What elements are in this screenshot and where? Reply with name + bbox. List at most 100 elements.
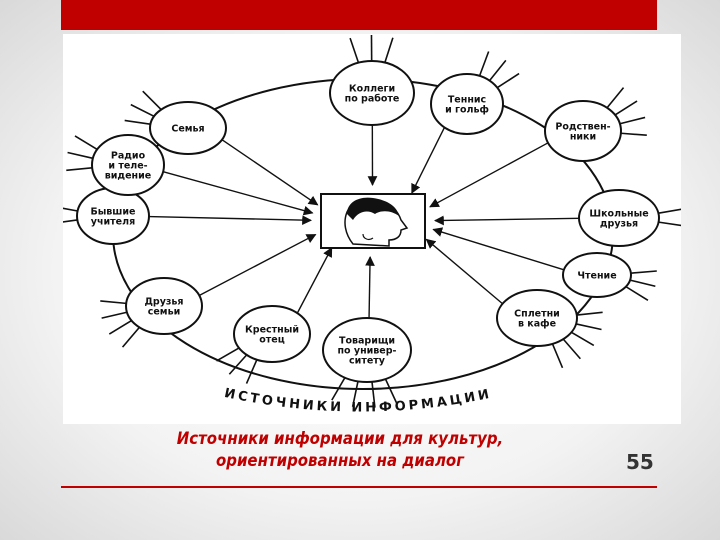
source-node: Родствен-ники — [544, 100, 622, 162]
source-node-label: по универ- — [337, 346, 396, 357]
node-spoke — [384, 378, 398, 403]
node-spoke — [331, 377, 346, 401]
source-node-label: Теннис — [448, 95, 486, 106]
node-spoke — [551, 343, 564, 369]
source-node-label: Сплетни — [514, 309, 560, 320]
source-node-label: Товарищи — [339, 336, 395, 347]
node-spoke — [606, 87, 625, 109]
spokes-layer — [63, 34, 681, 408]
source-node-bubble — [544, 100, 622, 162]
source-node-label: и теле- — [108, 161, 147, 172]
node-spoke — [614, 100, 638, 116]
node-spoke — [478, 51, 490, 77]
node-spoke — [130, 103, 155, 118]
node-spoke — [488, 59, 507, 82]
source-node-label: ники — [570, 132, 596, 143]
node-spoke — [620, 132, 647, 136]
node-spoke — [571, 331, 595, 347]
source-node-label: Коллеги — [349, 84, 395, 95]
node-spoke — [100, 300, 127, 305]
arrows-layer — [148, 124, 580, 319]
source-node-label: друзья — [600, 219, 638, 230]
node-spoke — [124, 119, 151, 126]
source-node-label: учителя — [91, 217, 135, 228]
node-spoke — [245, 359, 258, 384]
page-number: 55 — [626, 450, 654, 474]
source-node-label: Крестный — [245, 325, 299, 336]
source-node-bubble — [496, 289, 578, 347]
center-head-box — [320, 193, 426, 249]
node-spoke — [216, 347, 240, 362]
source-node-label: отец — [259, 335, 285, 346]
node-spoke — [121, 326, 140, 348]
node-spoke — [67, 151, 94, 160]
influence-arrow — [411, 127, 446, 194]
source-node-label: Родствен- — [555, 122, 610, 133]
source-node-label: семьи — [148, 307, 181, 318]
influence-arrow — [432, 227, 565, 271]
node-spoke — [576, 311, 603, 316]
influence-arrow — [429, 142, 549, 208]
node-spoke — [496, 72, 520, 89]
source-node-bubble — [562, 252, 632, 298]
source-node-label: по работе — [345, 94, 400, 105]
source-node-label: в кафе — [518, 319, 556, 330]
influence-arrow — [148, 215, 312, 226]
source-node-label: Чтение — [577, 271, 616, 282]
caption-line-2: ориентированных на диалог — [215, 451, 465, 471]
top-accent-bar — [61, 0, 657, 30]
source-node-label: Радио — [111, 151, 146, 162]
node-spoke — [575, 323, 602, 331]
source-node-label: Друзья — [144, 297, 183, 308]
node-spoke — [351, 381, 359, 407]
caption-line-1: Источники информации для культур, — [176, 429, 504, 449]
node-spoke — [228, 354, 248, 375]
source-node: Чтение — [562, 252, 632, 298]
source-node-bubble — [578, 189, 660, 247]
source-node-label: Семья — [171, 124, 204, 135]
node-spoke — [74, 135, 98, 151]
node-spoke — [625, 285, 649, 302]
influence-arrow — [162, 171, 314, 216]
node-spoke — [371, 381, 376, 408]
bottom-accent-rule — [61, 486, 657, 488]
source-node-label: и гольф — [445, 105, 489, 116]
influence-arrow — [425, 238, 504, 305]
node-spoke — [349, 37, 360, 63]
source-node-bubble — [329, 60, 415, 126]
source-node-bubble — [233, 305, 311, 363]
source-node-label: видение — [105, 171, 151, 182]
influence-arrow — [434, 215, 580, 226]
node-spoke — [619, 116, 646, 125]
node-spoke — [630, 270, 657, 274]
node-spoke — [108, 319, 132, 335]
node-spoke — [101, 311, 128, 319]
influence-arrow — [365, 255, 375, 319]
source-node-bubble — [125, 277, 203, 335]
influence-arrow — [221, 139, 319, 206]
human-head-profile-icon — [344, 197, 409, 247]
node-spoke — [629, 279, 656, 288]
influence-arrow — [296, 246, 333, 314]
node-spoke — [562, 338, 581, 360]
source-node-label: Бывшие — [90, 207, 135, 218]
source-node: Семья — [149, 101, 227, 155]
source-node-bubble — [430, 73, 504, 135]
node-spoke — [658, 208, 681, 214]
node-spoke — [658, 221, 681, 227]
node-spoke — [66, 167, 93, 172]
node-spoke — [142, 90, 162, 111]
source-node-bubble — [149, 101, 227, 155]
arc-caption-text: ИСТОЧНИКИ ИНФОРМАЦИИ — [223, 386, 490, 416]
